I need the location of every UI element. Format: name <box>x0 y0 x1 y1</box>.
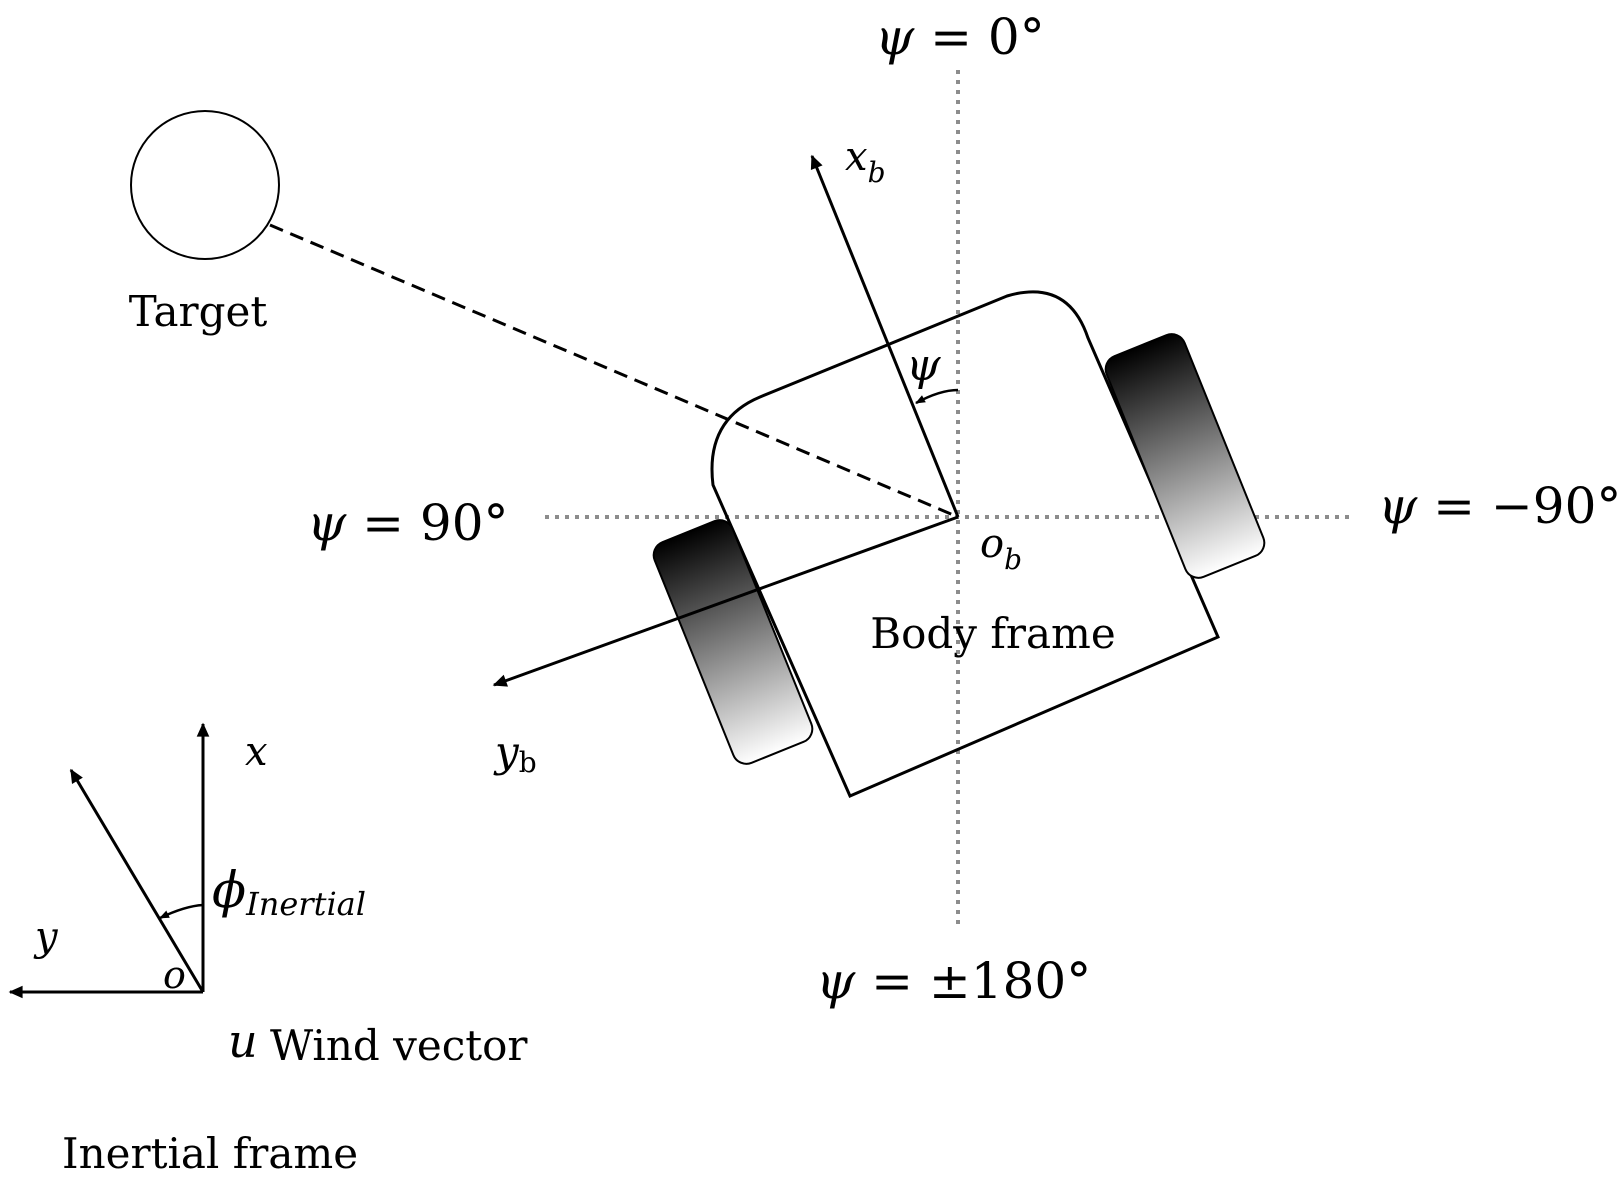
heading-marker-90: ψ = 90° <box>307 494 509 552</box>
wind-symbol: u <box>228 1014 258 1068</box>
inertial-origin-label: o <box>163 953 186 997</box>
heading-marker-minus-90: ψ = −90° <box>1378 477 1621 535</box>
wheel-right <box>1104 333 1266 579</box>
phi-angle-label: ϕInertial <box>212 861 366 923</box>
target-circle <box>130 110 280 260</box>
body-origin-label: ob <box>980 521 1022 576</box>
psi-angle-label: ψ <box>906 340 941 391</box>
inertial-x-axis-label: x <box>245 729 268 775</box>
vehicle-body <box>710 290 1220 798</box>
body-x-axis <box>810 154 960 518</box>
target-line-of-sight <box>269 223 959 519</box>
inertial-y-axis-label: y <box>33 914 59 960</box>
inertial-frame-label: Inertial frame <box>62 1129 358 1178</box>
wind-vector-label: Wind vector <box>270 1021 528 1070</box>
psi-angle-arc <box>915 388 959 405</box>
heading-marker-0: ψ = 0° <box>875 8 1045 66</box>
target-label: Target <box>129 287 268 336</box>
body-frame-label: Body frame <box>870 609 1115 658</box>
heading-marker-180: ψ = ±180° <box>816 952 1091 1010</box>
body-y-axis <box>492 515 959 687</box>
wind-vector-arrow <box>69 768 205 993</box>
wheel-left <box>652 519 814 765</box>
body-y-axis-label: yb <box>493 727 537 779</box>
body-x-axis-label: xb <box>845 134 886 189</box>
phi-angle-arc <box>159 903 204 920</box>
